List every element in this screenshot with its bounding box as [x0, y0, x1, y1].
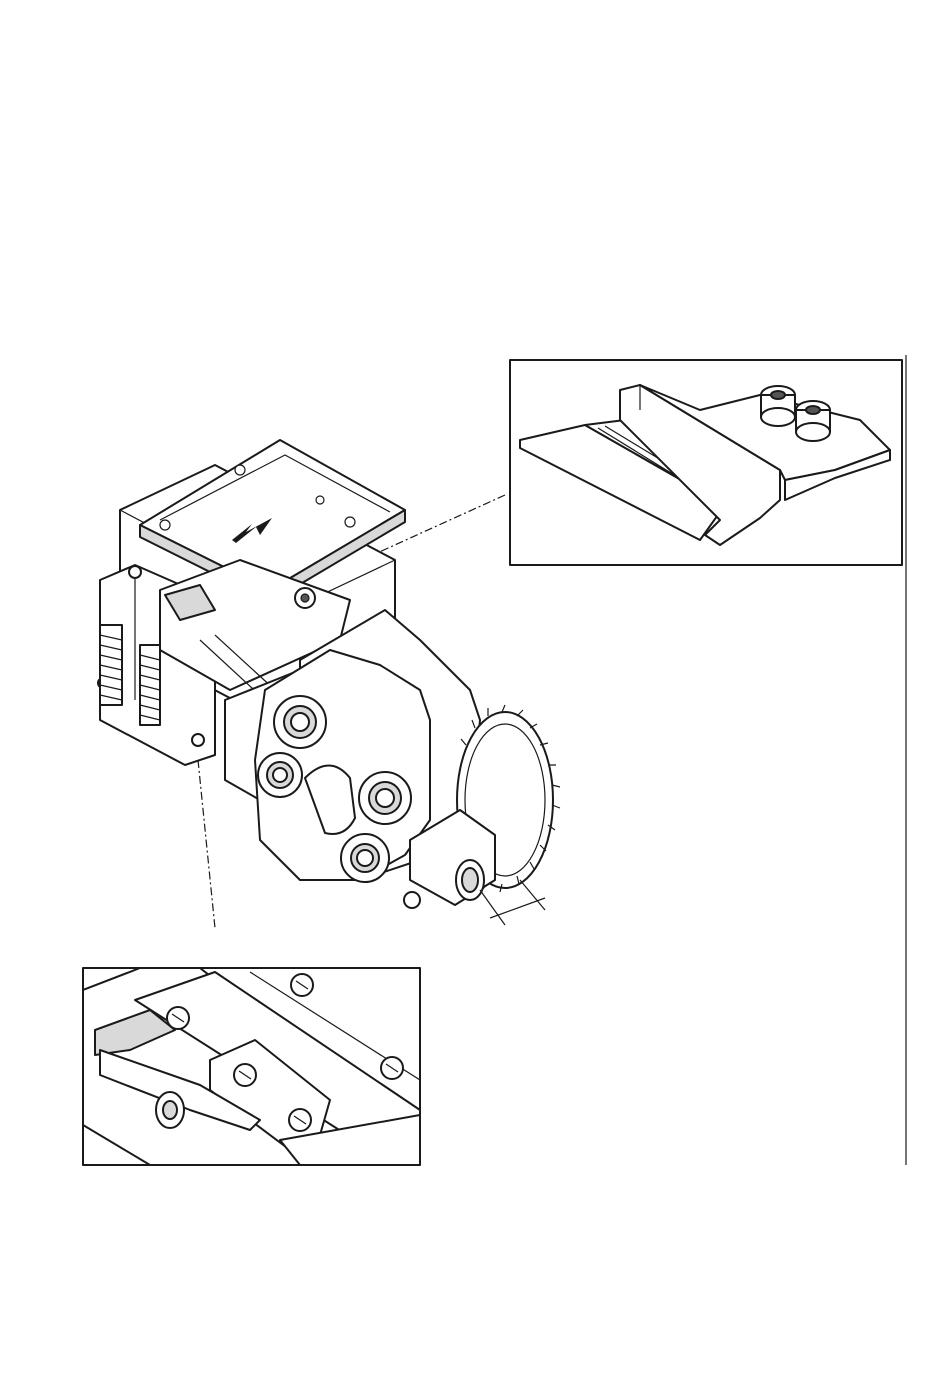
bearing-2: [258, 753, 302, 797]
bearing-4: [341, 834, 389, 882]
detail-callout-bottom: [83, 968, 420, 1165]
leader-line-bottom: [198, 760, 215, 928]
blade-screw-5: [289, 1109, 311, 1131]
main-assembly: [98, 440, 560, 925]
spring-right: [140, 645, 160, 725]
bearing-1: [274, 696, 326, 748]
clamp-screw-2: [796, 401, 830, 441]
front-bearing-small: [456, 860, 484, 900]
blade-screw-1: [167, 1007, 189, 1029]
clamp-screw-1: [761, 386, 795, 426]
detail-callout-top: [510, 360, 902, 565]
blade-screw-2: [291, 974, 313, 996]
spring-left: [100, 625, 122, 705]
blade-screw-3: [234, 1064, 256, 1086]
bearing-3: [359, 772, 411, 824]
blade-screw-4: [381, 1057, 403, 1079]
